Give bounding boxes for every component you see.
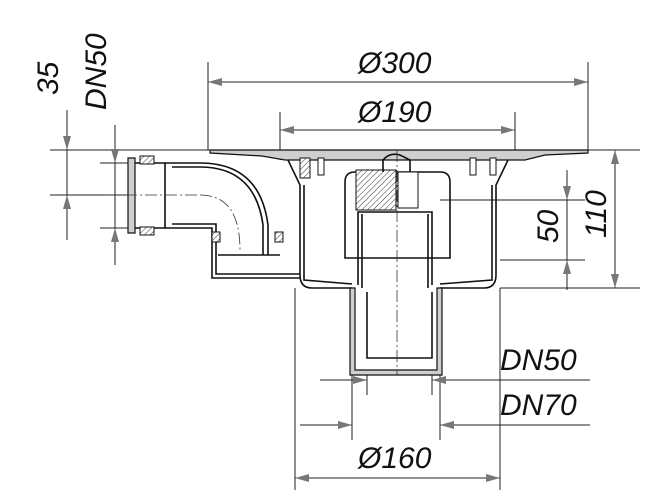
label-height-110: 110 — [580, 190, 613, 238]
label-dn70-outlet: DN70 — [500, 389, 577, 422]
label-diameter-160: Ø160 — [357, 442, 432, 475]
label-height-50: 50 — [532, 209, 565, 243]
label-dn50-side: DN50 — [80, 33, 113, 110]
drain-body — [105, 149, 589, 376]
label-dn50-outlet: DN50 — [500, 344, 577, 377]
label-diameter-300: Ø300 — [357, 47, 432, 80]
dimension-lines — [63, 78, 619, 482]
label-diameter-190: Ø190 — [357, 96, 432, 129]
label-height-35: 35 — [32, 61, 65, 95]
extension-lines — [50, 62, 640, 490]
